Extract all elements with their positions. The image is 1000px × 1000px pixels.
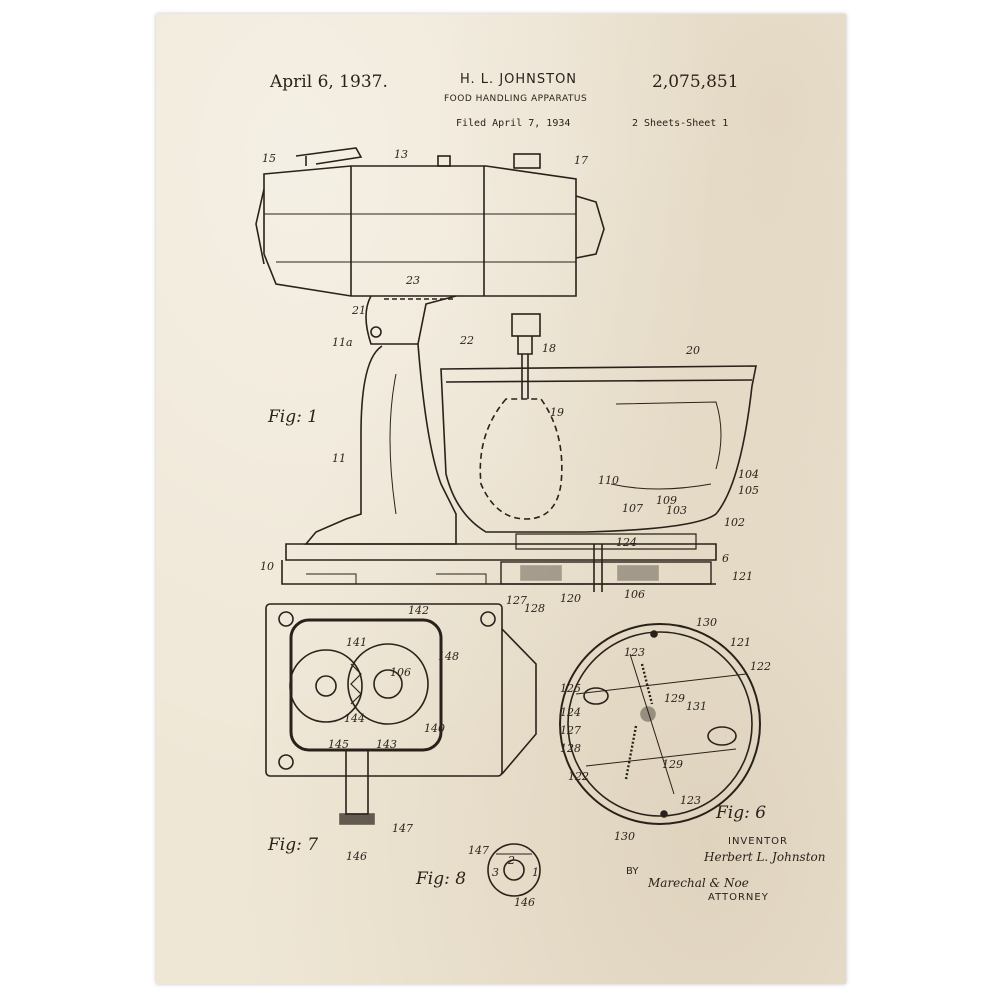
- numeral: 120: [560, 592, 581, 605]
- numeral: 107: [622, 502, 643, 515]
- numeral: 122: [750, 660, 771, 673]
- numeral: 106: [624, 588, 645, 601]
- numeral: 23: [405, 274, 420, 287]
- numeral: 104: [738, 468, 759, 481]
- numeral: 141: [346, 636, 367, 649]
- numeral: 19: [550, 406, 564, 419]
- inventor-label: INVENTOR: [728, 836, 788, 847]
- numeral: 148: [438, 650, 459, 663]
- numeral: 122: [568, 770, 589, 783]
- numeral: 3: [492, 866, 499, 879]
- numeral: 10: [260, 560, 274, 573]
- numeral: 103: [666, 504, 687, 517]
- numeral: 142: [408, 604, 429, 617]
- numeral: 121: [732, 570, 753, 583]
- numeral: 11: [332, 452, 346, 465]
- numeral: 145: [328, 738, 349, 751]
- numeral: 143: [376, 738, 397, 751]
- numeral: 22: [459, 334, 474, 347]
- numeral: 124: [560, 706, 581, 719]
- attorney-label: ATTORNEY: [708, 892, 769, 903]
- numeral: 128: [524, 602, 545, 615]
- numeral: 2: [507, 854, 515, 867]
- numeral: 121: [730, 636, 751, 649]
- numeral: 127: [560, 724, 581, 737]
- fig1-mixer-drawing: [256, 148, 756, 592]
- fig6-label: Fig: 6: [715, 803, 766, 823]
- numeral: 130: [614, 830, 635, 843]
- fig1-label: Fig: 1: [267, 407, 318, 427]
- numeral: 147: [468, 844, 489, 857]
- numeral: 123: [680, 794, 701, 807]
- numeral: 6: [722, 552, 729, 565]
- fig6-turntable-drawing: [560, 624, 760, 824]
- numeral: 140: [424, 722, 445, 735]
- by-label: BY: [626, 866, 638, 877]
- numeral: 131: [686, 700, 707, 713]
- fig7-label: Fig: 7: [267, 835, 318, 855]
- numeral: 110: [598, 474, 619, 487]
- numeral: 123: [624, 646, 645, 659]
- numeral: 1: [532, 866, 539, 879]
- numeral: 146: [346, 850, 367, 863]
- numeral: 21: [351, 304, 366, 317]
- numeral: 102: [724, 516, 745, 529]
- numeral: 20: [685, 344, 700, 357]
- inventor-signature: Herbert L. Johnston: [704, 850, 825, 864]
- numeral: 106: [390, 666, 411, 679]
- numeral: 144: [344, 712, 365, 725]
- patent-sheet: April 6, 1937. H. L. JOHNSTON 2,075,851 …: [156, 14, 846, 984]
- numeral: 128: [560, 742, 581, 755]
- numeral: 146: [514, 896, 535, 909]
- numeral: 13: [394, 148, 408, 161]
- numeral: 17: [574, 154, 588, 167]
- numeral: 130: [696, 616, 717, 629]
- numeral: 125: [560, 682, 581, 695]
- numeral: 147: [392, 822, 413, 835]
- numeral: 129: [664, 692, 685, 705]
- numeral: 15: [262, 152, 276, 165]
- numeral: 18: [542, 342, 556, 355]
- fig7-gear-housing-drawing: [266, 604, 536, 824]
- numeral: 129: [662, 758, 683, 771]
- numeral: 11a: [332, 336, 353, 349]
- attorney-signature: Marechal & Noe: [648, 876, 749, 890]
- numeral: 124: [616, 536, 637, 549]
- numeral: 105: [738, 484, 759, 497]
- fig8-label: Fig: 8: [415, 869, 466, 889]
